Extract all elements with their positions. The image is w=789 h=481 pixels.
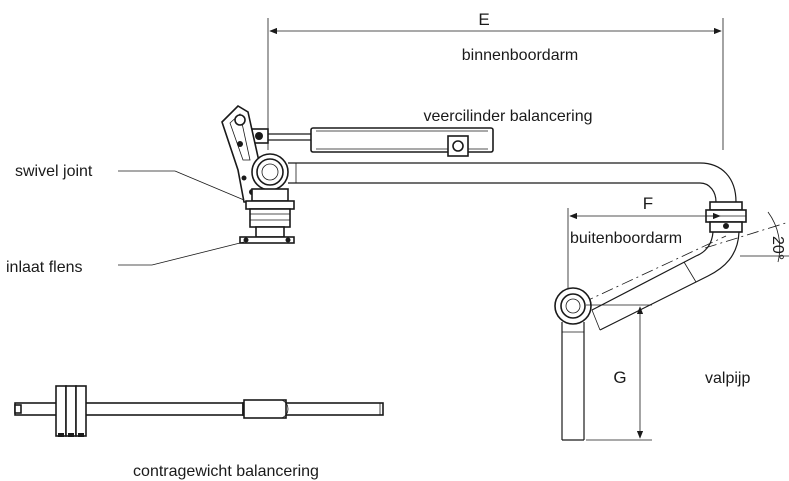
elbow-joint (705, 201, 747, 233)
inlet-flange-label: inlaat flens (6, 259, 83, 276)
swivel-joint (245, 153, 295, 238)
drop-pipe-label: valpijp (705, 370, 750, 387)
dimension-e (267, 18, 724, 150)
inner-arm-pipe (288, 162, 737, 203)
lower-swivel (554, 287, 592, 325)
spring-cylinder (251, 127, 494, 157)
swivel-joint-leader (118, 170, 245, 201)
dim-e-label: E (478, 10, 489, 29)
dimension-f (567, 208, 721, 290)
drop-pipe (561, 322, 585, 441)
dim-g-label: G (613, 368, 626, 387)
outer-arm-pipe (581, 231, 740, 331)
dimension-g (586, 304, 652, 441)
dim-f-label: F (643, 194, 653, 213)
inner-arm-label: binnenboordarm (462, 47, 579, 64)
outer-arm-label: buitenboordarm (570, 230, 682, 247)
inlet-flange (239, 236, 295, 244)
counterweight-label: contragewicht balancering (133, 463, 319, 480)
counterweight-assembly (14, 385, 384, 437)
angle-indicator (704, 211, 789, 263)
swivel-joint-label: swivel joint (15, 163, 93, 180)
angle-label: 20° (769, 236, 786, 260)
spring-cylinder-label: veercilinder balancering (424, 108, 593, 125)
inlet-flange-leader (118, 241, 245, 266)
